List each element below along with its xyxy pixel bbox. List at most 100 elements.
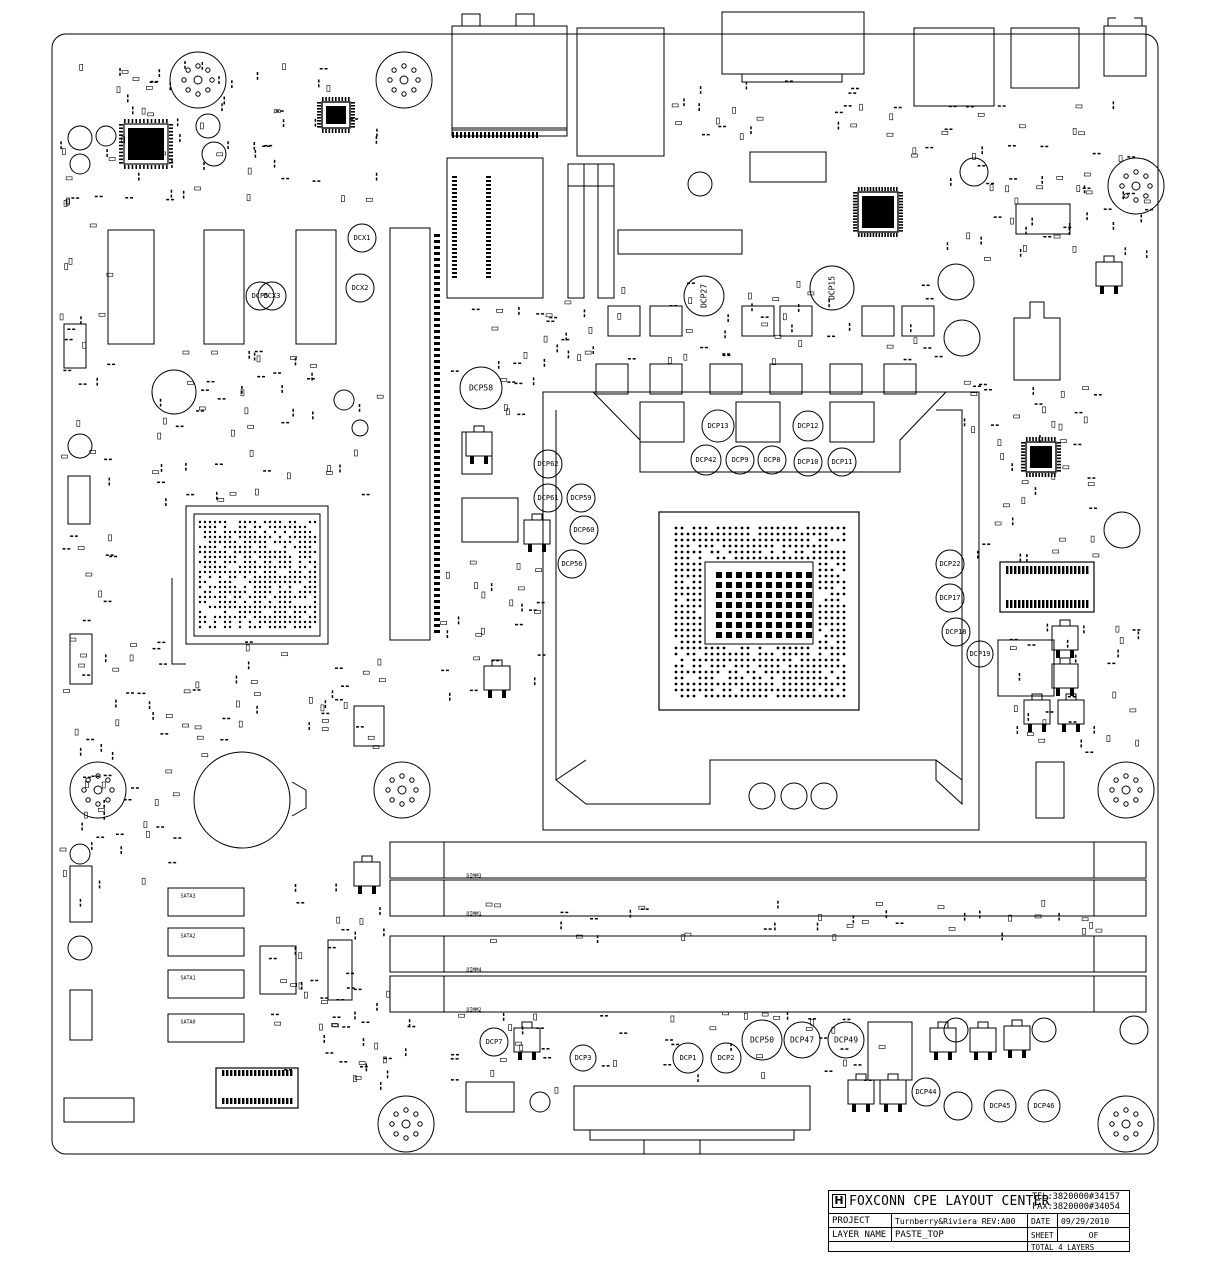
project-value: Turnberry&Riviera REV:A00 — [891, 1214, 1027, 1228]
dcp-label: DCP62 — [537, 460, 558, 468]
dcp-capacitor — [725, 445, 755, 475]
dcp-label: DCP46 — [1033, 1102, 1054, 1110]
dcp-capacitor — [566, 483, 596, 513]
dcp-capacitor — [710, 1042, 742, 1074]
tel-text: TEL:3820000#34157 — [1032, 1192, 1120, 1202]
title-block: H FOXCONN CPE LAYOUT CENTER TEL:3820000#… — [828, 1190, 1130, 1252]
dcp-capacitor — [690, 444, 722, 476]
dcp-capacitor — [533, 483, 563, 513]
dcp-label: DCP2 — [718, 1054, 735, 1062]
sata-label: SATA1 — [180, 976, 195, 982]
cpu-socket — [542, 391, 980, 831]
sata-label: SATA0 — [180, 1020, 195, 1026]
dcp-label: DCP42 — [695, 456, 716, 464]
dcx-capacitor — [345, 273, 375, 303]
dcp-label: DCP7 — [486, 1038, 503, 1046]
dcp-label: DCP61 — [537, 494, 558, 502]
dcp-capacitor — [783, 1021, 821, 1059]
dcp-capacitor — [792, 410, 824, 442]
sheet-label: SHEET — [1027, 1228, 1057, 1242]
sheet-of: OF — [1057, 1228, 1129, 1242]
dcp-label: DCP49 — [834, 1036, 858, 1045]
dcp-capacitor — [741, 1019, 783, 1061]
dcp-capacitor — [757, 445, 787, 475]
dcp-capacitor — [827, 1021, 865, 1059]
dcp-label: DCP11 — [831, 458, 852, 466]
dcp-capacitor — [941, 617, 971, 647]
dcp-capacitor — [983, 1089, 1017, 1123]
dcp-label: DCP50 — [750, 1036, 774, 1045]
mounting-hole — [375, 51, 433, 109]
dcp-label: DCP15 — [828, 276, 837, 300]
pcie-slot-vertical — [389, 227, 431, 641]
dcp-capacitor — [683, 275, 725, 317]
dcp-label: DCP8 — [764, 456, 781, 464]
dcp-label: DCP22 — [939, 560, 960, 568]
dcp-capacitor — [569, 515, 599, 545]
dcp-capacitor — [935, 549, 965, 579]
dcp-label: DCP9 — [732, 456, 749, 464]
dcp-capacitor — [966, 640, 994, 668]
mini-pcie-slot — [446, 157, 544, 299]
dimm-slots — [389, 841, 1147, 1013]
dcp-label: DCP60 — [573, 526, 594, 534]
dcx-label: DCX2 — [352, 284, 369, 292]
dcp-capacitor — [809, 265, 855, 311]
io-connector-lan — [1010, 27, 1080, 89]
dcp-label: DCP47 — [790, 1036, 814, 1045]
dcp-capacitor — [935, 583, 965, 613]
pci-slot-bottom — [573, 1085, 811, 1131]
dcp-label: DCP13 — [707, 422, 728, 430]
board-outline — [51, 33, 1159, 1155]
fax-text: FAX:3820000#34054 — [1032, 1202, 1120, 1212]
dcp-capacitor — [701, 409, 735, 443]
foxconn-logo: H — [832, 1194, 846, 1208]
date-value: 09/29/2010 — [1057, 1214, 1129, 1228]
dcp-label: DCP1 — [680, 1054, 697, 1062]
cmos-battery — [193, 751, 291, 849]
dcp-capacitor — [569, 1044, 597, 1072]
io-connector-vga — [721, 11, 865, 75]
io-connector-2 — [576, 27, 665, 157]
dcp-capacitor — [827, 447, 857, 477]
dcp-label: DCP45 — [989, 1102, 1010, 1110]
dcp-label: DCP19 — [969, 650, 990, 658]
project-label: PROJECT — [832, 1216, 870, 1226]
dcp-label: DCP18 — [945, 628, 966, 636]
dcp-label: DCP17 — [939, 594, 960, 602]
dcp-label: DCP27 — [700, 284, 709, 308]
io-connector-usb — [913, 27, 995, 107]
dcx-capacitor — [257, 281, 287, 311]
mounting-hole — [169, 51, 227, 109]
dcp-label: DCP56 — [561, 560, 582, 568]
dcp-label: DCP58 — [469, 384, 493, 393]
dcx-label: DCX3 — [264, 292, 281, 300]
dcp-label: DCP10 — [797, 458, 818, 466]
dimm-label: DIMM2 — [466, 1008, 481, 1014]
dcp-label: DCP59 — [570, 494, 591, 502]
total-layers: TOTAL 4 LAYERS — [1027, 1242, 1129, 1252]
layer-value: PASTE_TOP — [891, 1228, 1027, 1242]
dcp-capacitor — [793, 447, 823, 477]
dimm-label: DIMM4 — [466, 968, 481, 974]
chipset-bga — [185, 505, 329, 645]
io-connector-audio — [1103, 25, 1147, 77]
dcp-label: DCP5 — [252, 292, 269, 300]
dcx-label: DCX1 — [354, 234, 371, 242]
dcp-capacitor — [911, 1077, 941, 1107]
mounting-hole — [69, 761, 127, 819]
dcp-label: DCP3 — [575, 1054, 592, 1062]
dimm-label: DIMM3 — [466, 874, 481, 880]
mounting-hole — [1097, 761, 1155, 819]
mounting-hole — [1107, 157, 1165, 215]
dcp-capacitor — [1027, 1089, 1061, 1123]
dcx-capacitor — [347, 223, 377, 253]
sata-label: SATA3 — [180, 894, 195, 900]
dcp-capacitor — [533, 449, 563, 479]
mounting-hole — [1097, 1095, 1155, 1153]
dcp-capacitor — [479, 1027, 509, 1057]
mounting-hole — [373, 761, 431, 819]
dcp-capacitor — [672, 1042, 704, 1074]
dcp-capacitor — [245, 281, 275, 311]
